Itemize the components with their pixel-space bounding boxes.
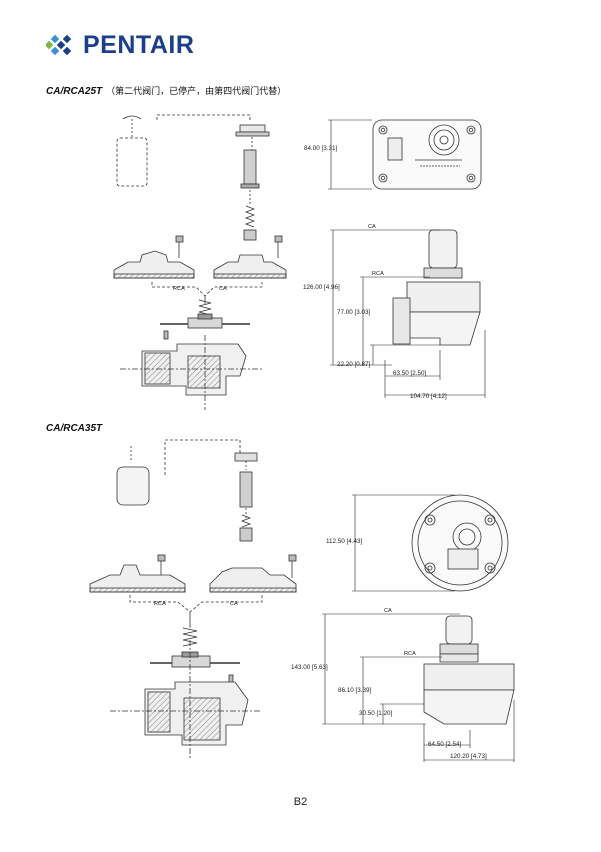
section1-side-view <box>392 229 481 346</box>
section2-top-view <box>411 494 509 592</box>
section2-side-dims <box>322 613 515 762</box>
section1-side-dims <box>330 229 486 398</box>
section1-bottom-height: 22.20 [0.87] <box>337 361 371 368</box>
section1-top-height: 84.00 [3.31] <box>304 145 338 152</box>
section2-title: CA/RCA35T <box>46 423 103 434</box>
section2-half-width: 64.50 [2.54] <box>428 741 462 748</box>
section2-bottom-height: 30.50 [1.20] <box>359 710 393 717</box>
section1-mid-height: 77.00 [3.03] <box>337 309 371 316</box>
section2-total-width: 120.20 [4.73] <box>450 753 487 760</box>
section1-top-dim <box>328 119 372 190</box>
section2-top-dim <box>352 494 455 592</box>
section1-total-width: 104.70 [4.12] <box>410 393 447 400</box>
section1-title-row: CA/RCA25T（第二代阀门，已停产，由第四代阀门代替） <box>46 84 286 97</box>
section1-side-rca: RCA <box>372 271 384 277</box>
section2-side-view <box>423 615 515 725</box>
section2-exploded-view <box>89 439 297 760</box>
pentair-logo: PENTAIR <box>46 31 194 60</box>
section1-top-view <box>372 119 482 190</box>
section2-total-height: 143.00 [5.63] <box>291 664 328 671</box>
section2-top-height: 112.50 [4.43] <box>326 538 363 545</box>
page-number: B2 <box>293 796 308 808</box>
section1-note: （第二代阀门，已停产，由第四代阀门代替） <box>106 87 287 97</box>
section2-ca-label: CA <box>230 601 238 607</box>
brand-name: PENTAIR <box>83 31 195 59</box>
pentair-diamond-icon <box>46 34 72 55</box>
section2-side-rca: RCA <box>404 651 416 657</box>
section2-rca-label: RCA <box>154 601 166 607</box>
section1-side-ca: CA <box>368 224 376 230</box>
section1-title: CA/RCA25T <box>46 86 103 97</box>
section1-exploded-view <box>113 114 287 410</box>
section1-total-height: 126.00 [4.96] <box>303 284 340 291</box>
section1-ca-label: CA <box>219 286 227 292</box>
section1-rca-label: RCA <box>173 286 185 292</box>
section2-side-ca: CA <box>384 608 392 614</box>
section1-half-width: 63.50 [2.50] <box>393 370 427 377</box>
section2-mid-height: 86.10 [3.39] <box>338 687 372 694</box>
